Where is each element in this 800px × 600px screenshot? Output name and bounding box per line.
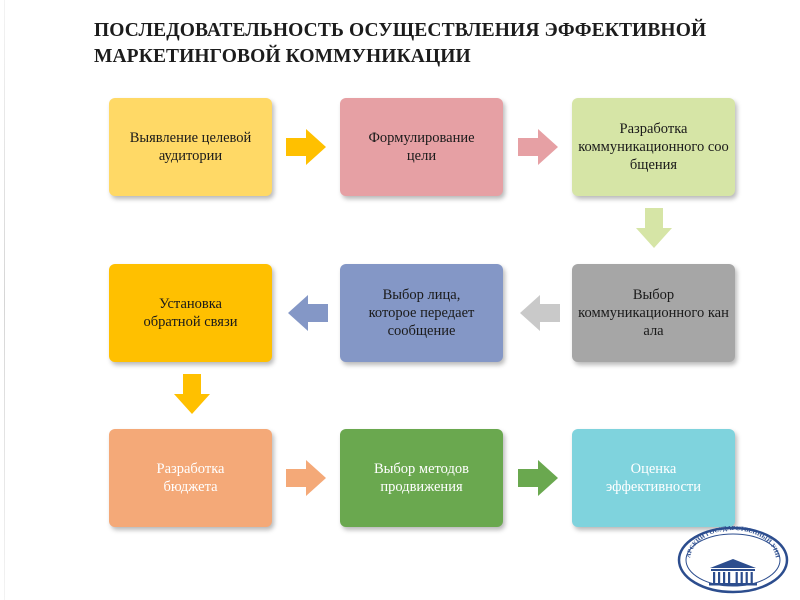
- step-label: Выявление целевой аудитории: [129, 130, 252, 164]
- arrow-left-icon: [288, 295, 328, 331]
- step-label: Оценка эффективности: [606, 461, 701, 495]
- step-label: Формулирование цели: [368, 130, 475, 164]
- step-label: Установка обратной связи: [143, 296, 238, 330]
- arrow-right-icon: [518, 460, 558, 496]
- title-line-1: ПОСЛЕДОВАТЕЛЬНОСТЬ ОСУЩЕСТВЛЕНИЯ ЭФФЕКТИ…: [94, 20, 707, 41]
- step-communicator: Выбор лица, которое передает сообщение: [340, 264, 503, 362]
- step-promotion-methods: Выбор методов продвижения: [340, 429, 503, 527]
- university-logo-icon: СЫКТЫВКАРСКИЙ ГОСУДАРСТВЕННЫЙ УНИВЕРСИТЕ…: [673, 519, 790, 594]
- step-evaluation: Оценка эффективности: [572, 429, 735, 527]
- step-budget: Разработка бюджета: [109, 429, 272, 527]
- arrow-down-icon: [174, 374, 210, 414]
- title-line-2: МАРКЕТИНГОВОЙ КОММУНИКАЦИИ: [94, 46, 471, 67]
- arrow-right-icon: [286, 460, 326, 496]
- arrow-left-icon: [520, 295, 560, 331]
- step-message: Разработка коммуникационного сообщения: [572, 98, 735, 196]
- step-label: Разработка коммуникационного сообщения: [578, 121, 729, 173]
- arrow-right-icon: [518, 129, 558, 165]
- arrow-down-icon: [636, 208, 672, 248]
- step-label: Выбор коммуникационного канала: [578, 287, 729, 339]
- step-target-audience: Выявление целевой аудитории: [109, 98, 272, 196]
- step-label: Выбор лица, которое передает сообщение: [368, 287, 475, 339]
- page-title: ПОСЛЕДОВАТЕЛЬНОСТЬ ОСУЩЕСТВЛЕНИЯ ЭФФЕКТИ…: [94, 18, 794, 70]
- step-label: Выбор методов продвижения: [374, 461, 469, 495]
- step-feedback: Установка обратной связи: [109, 264, 272, 362]
- left-rule: [4, 0, 5, 600]
- step-channel: Выбор коммуникационного канала: [572, 264, 735, 362]
- arrow-right-icon: [286, 129, 326, 165]
- step-goal: Формулирование цели: [340, 98, 503, 196]
- step-label: Разработка бюджета: [156, 461, 225, 495]
